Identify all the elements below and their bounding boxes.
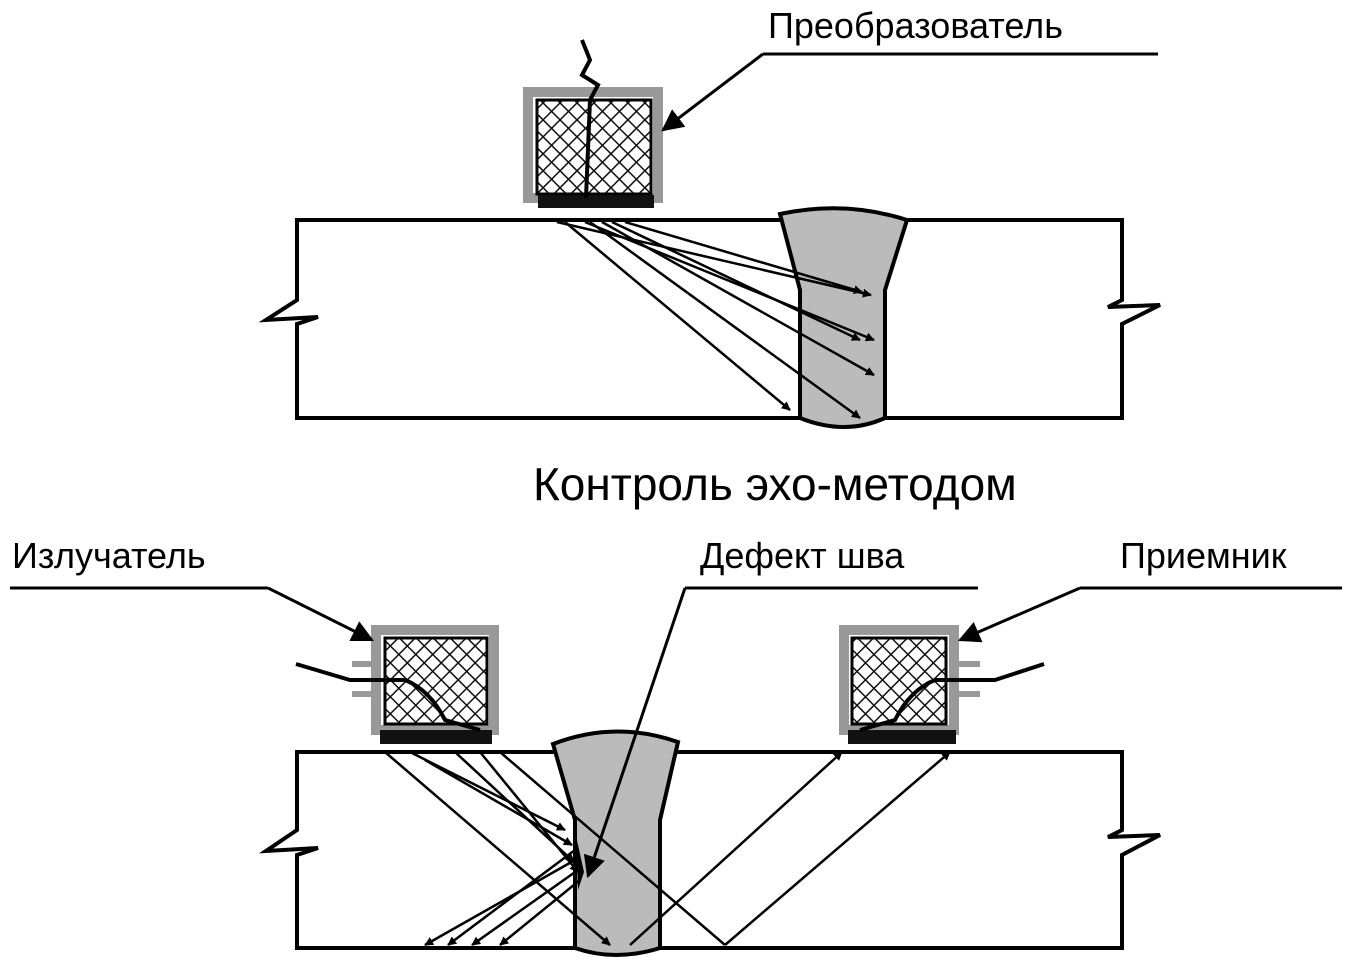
echo-method-title: Контроль эхо-методом xyxy=(533,458,1017,510)
bottom-beams xyxy=(384,750,951,947)
transducer-label: Преобразователь xyxy=(768,5,1063,46)
emitter-probe xyxy=(295,625,499,744)
receiver-label: Приемник xyxy=(1120,535,1287,576)
receiver-probe xyxy=(839,625,1045,744)
emitter-callout: Излучатель xyxy=(10,535,374,642)
top-weld xyxy=(777,206,910,429)
receiver-callout: Приемник xyxy=(957,535,1342,643)
emitter-label: Излучатель xyxy=(12,535,206,576)
weld-defect-label: Дефект шва xyxy=(700,535,905,576)
bottom-weld xyxy=(550,729,681,957)
transducer-callout: Преобразователь xyxy=(661,5,1158,132)
top-plate xyxy=(258,218,1161,420)
defect xyxy=(576,836,584,890)
defect-callout: Дефект шва xyxy=(583,535,978,879)
bottom-plate xyxy=(258,750,1161,950)
top-transducer xyxy=(523,39,663,208)
top-beams xyxy=(556,220,875,420)
